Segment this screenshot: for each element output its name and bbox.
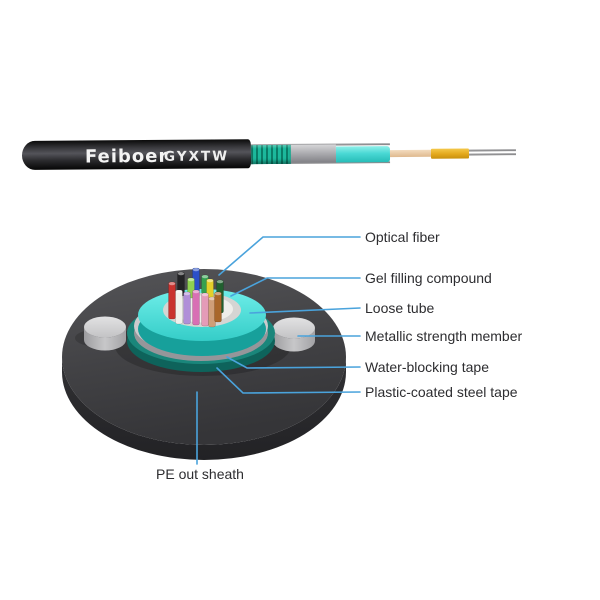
fiber-cap: [206, 279, 214, 283]
fiber-cap: [201, 293, 209, 297]
fiber-white: [175, 289, 183, 325]
strength-member-right: [273, 317, 315, 352]
label-water-blocking-tape: Water-blocking tape: [365, 359, 489, 375]
fiber-cap: [168, 282, 176, 286]
fiber-cap: [192, 268, 200, 272]
fiber-cap: [187, 278, 195, 282]
label-steel-tape: Plastic-coated steel tape: [365, 384, 518, 400]
label-strength-member: Metallic strength member: [365, 328, 523, 344]
fiber-cap: [208, 297, 216, 301]
label-pe-out-sheath: PE out sheath: [156, 466, 244, 482]
label-gel-filling-compound: Gel filling compound: [365, 270, 492, 286]
fiber-violet: [183, 291, 191, 325]
fiber-magenta: [192, 289, 200, 326]
label-optical-fiber: Optical fiber: [365, 229, 440, 245]
fiber-brown: [214, 291, 222, 323]
fiber-cap: [175, 290, 183, 294]
fiber-cap: [192, 290, 200, 294]
strength-member-left: [84, 316, 126, 351]
fiber-cap: [201, 275, 209, 279]
fiber-rose: [201, 292, 209, 327]
fiber-red: [168, 281, 176, 320]
fiber-cap: [183, 292, 191, 296]
fiber-cap: [177, 272, 185, 276]
callout-lines: [196, 236, 361, 465]
fiber-cap: [214, 292, 222, 296]
optical-fibers: [168, 267, 224, 328]
fiber-cap: [216, 280, 224, 284]
label-loose-tube: Loose tube: [365, 300, 435, 316]
